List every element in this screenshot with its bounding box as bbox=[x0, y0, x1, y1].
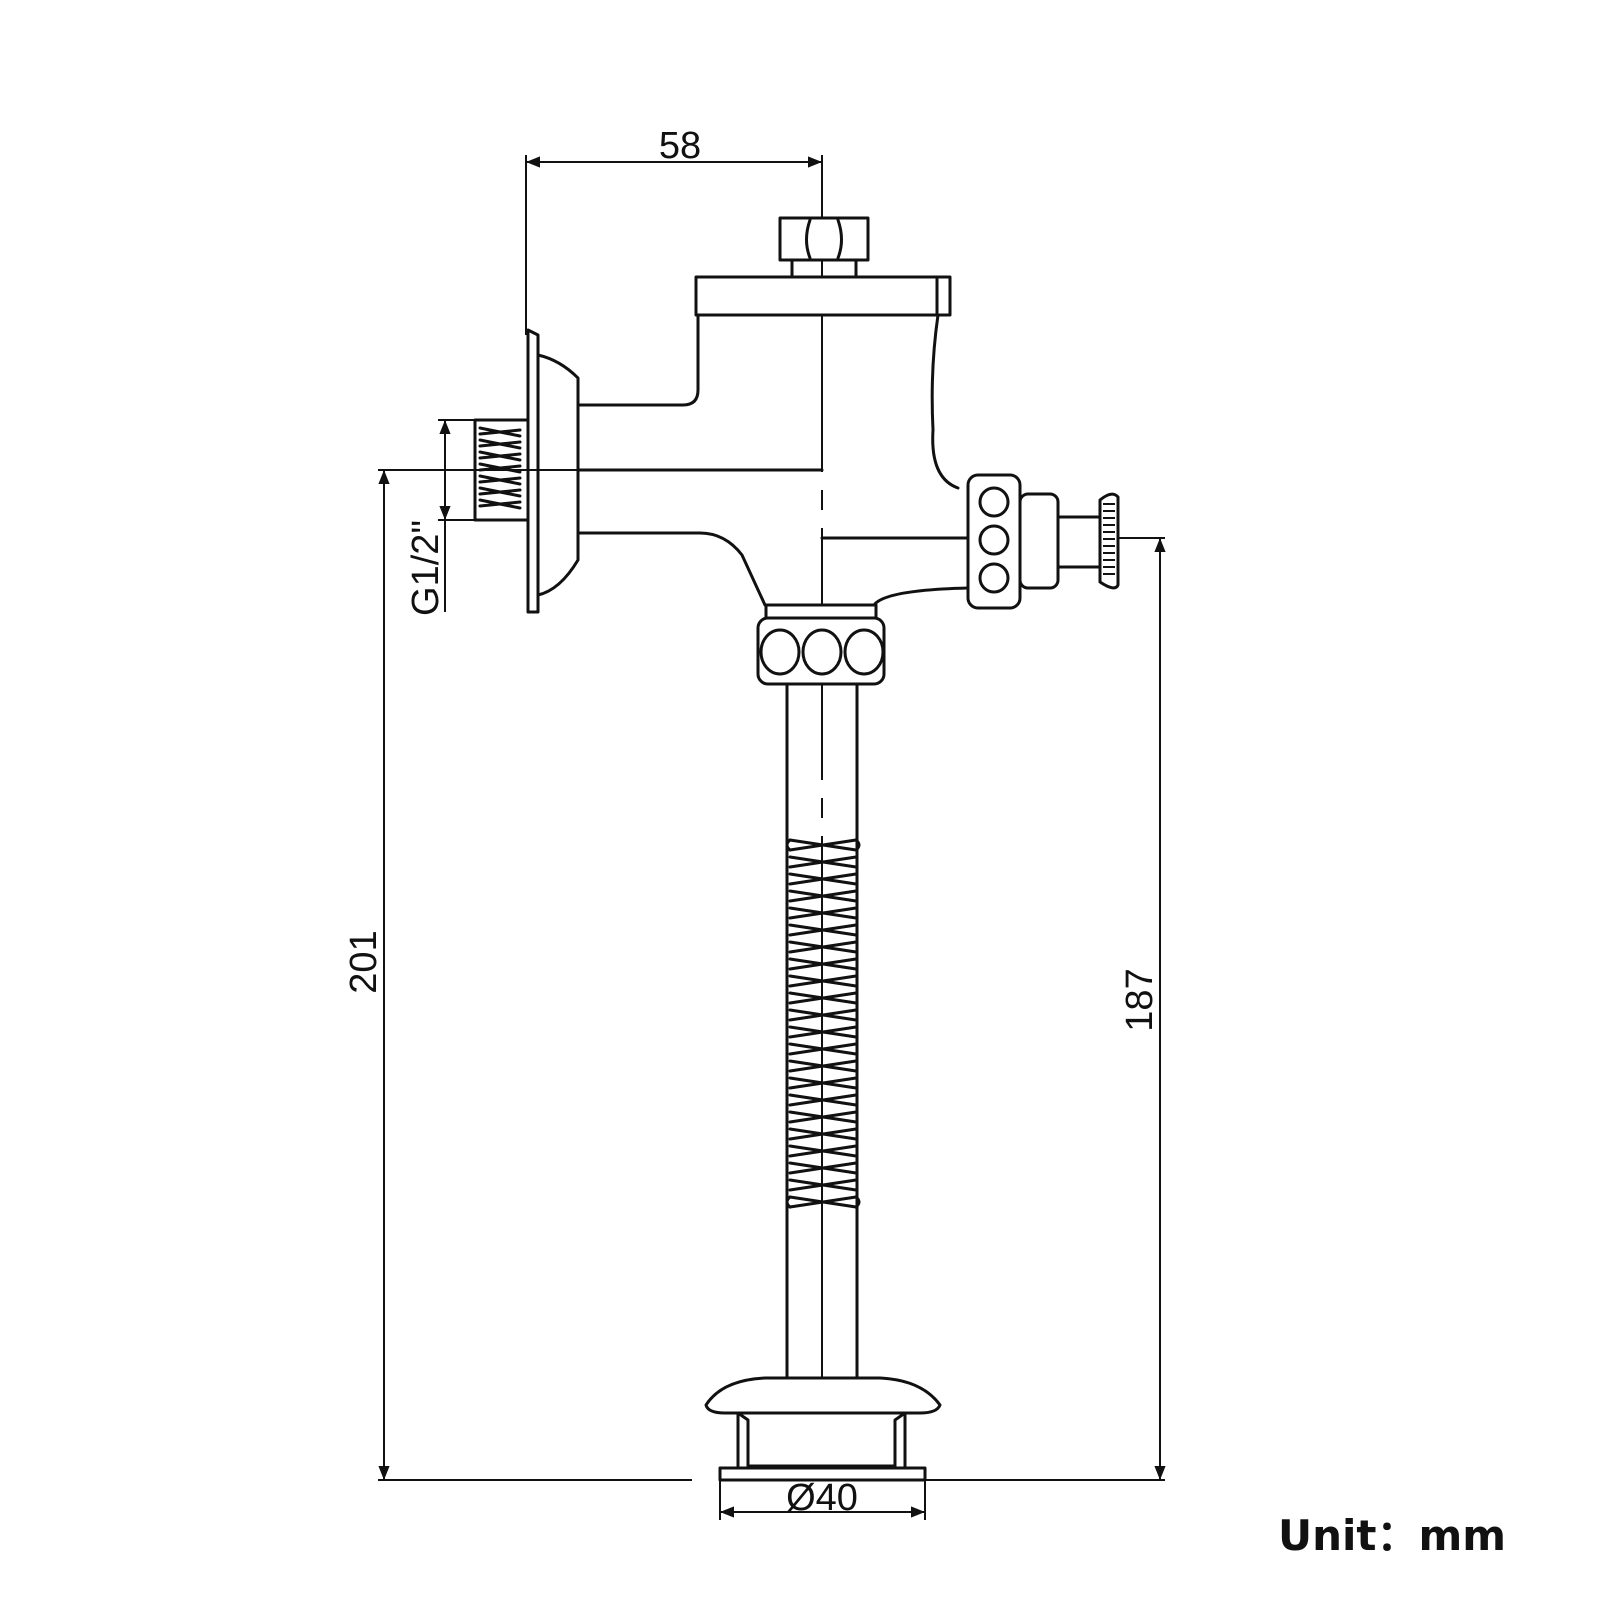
side-connector bbox=[966, 473, 1102, 610]
base-plate bbox=[718, 1466, 927, 1482]
valve-body bbox=[576, 275, 970, 607]
unit-note: Unit：mm bbox=[1278, 1502, 1506, 1563]
dim-thread: G1/2" bbox=[405, 419, 475, 616]
unit-value: mm bbox=[1418, 1511, 1507, 1560]
dim-valve-height-label: 187 bbox=[1119, 968, 1161, 1031]
dim-overall-height: 201 bbox=[343, 469, 822, 1481]
unit-label-text: Unit： bbox=[1278, 1511, 1419, 1560]
top-nut bbox=[778, 216, 870, 279]
dim-top-width-label: 58 bbox=[659, 125, 701, 167]
base-cover bbox=[704, 1376, 942, 1470]
dim-thread-label: G1/2" bbox=[405, 520, 447, 616]
inlet-thread bbox=[478, 426, 522, 510]
lower-nut bbox=[756, 603, 886, 686]
spring bbox=[785, 838, 861, 1209]
dim-overall-height-label: 201 bbox=[343, 930, 385, 993]
dim-base-diameter-label: Ø40 bbox=[786, 1477, 858, 1519]
knob-icon bbox=[1098, 492, 1120, 590]
dim-top-width: 58 bbox=[525, 125, 822, 335]
dim-valve-height: 187 bbox=[925, 537, 1166, 1481]
dim-base-diameter: Ø40 bbox=[719, 1477, 926, 1520]
pipe bbox=[785, 682, 859, 1382]
